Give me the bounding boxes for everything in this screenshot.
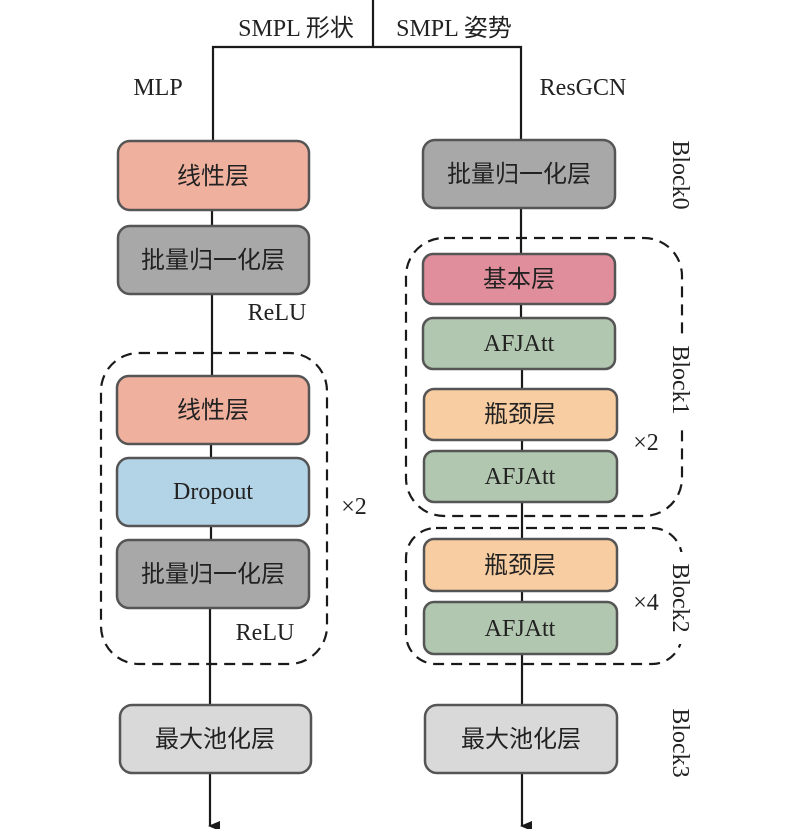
branch-label-mlp: MLP xyxy=(133,75,182,101)
input-label-shape: SMPL 形状 xyxy=(238,15,354,42)
block-label-0: Block0 xyxy=(667,140,693,209)
input-label-pose: SMPL 姿势 xyxy=(396,15,512,42)
mlp-repeat-group xyxy=(99,351,329,666)
branch-label-resgcn: ResGCN xyxy=(540,75,627,101)
resgcn-block2-group xyxy=(404,526,684,666)
block-label-2: Block2 xyxy=(667,563,693,632)
layer-label: Dropout xyxy=(173,479,253,505)
block1-repeat-label: ×2 xyxy=(633,430,659,456)
mlp-activation-relu-2: ReLU xyxy=(236,620,295,646)
layer-label: AFJAtt xyxy=(485,616,556,642)
resgcn-layer-afjatt-3: AFJAtt xyxy=(422,600,619,656)
resgcn-layer-maxpool: 最大池化层 xyxy=(423,703,619,775)
layer-label: 最大池化层 xyxy=(461,725,581,753)
mlp-layer-batchnorm-2: 批量归一化层 xyxy=(115,538,311,610)
input-split-line xyxy=(211,45,523,140)
layer-label: 批量归一化层 xyxy=(141,560,285,588)
block-label-1: Block1 xyxy=(667,345,693,414)
layer-label: 瓶颈层 xyxy=(484,551,556,579)
resgcn-layer-batchnorm: 批量归一化层 xyxy=(421,138,617,210)
layer-label: AFJAtt xyxy=(485,464,556,490)
layer-label: 线性层 xyxy=(177,162,249,190)
mlp-layer-linear-1: 线性层 xyxy=(116,139,311,212)
layer-label: AFJAtt xyxy=(484,331,555,357)
layer-label: 瓶颈层 xyxy=(484,400,556,428)
layer-label: 线性层 xyxy=(177,396,249,424)
mlp-layer-linear-2: 线性层 xyxy=(115,374,311,446)
layer-label: 最大池化层 xyxy=(155,725,275,753)
layer-label: 批量归一化层 xyxy=(447,160,591,188)
resgcn-layer-bottleneck-2: 瓶颈层 xyxy=(422,537,619,593)
mlp-repeat-label: ×2 xyxy=(341,494,367,520)
mlp-layer-batchnorm-1: 批量归一化层 xyxy=(116,224,311,296)
mlp-activation-relu-1: ReLU xyxy=(248,300,307,326)
resgcn-layer-afjatt-1: AFJAtt xyxy=(421,316,617,371)
layer-label: 基本层 xyxy=(483,265,555,293)
block-label-3: Block3 xyxy=(667,708,693,777)
block2-repeat-label: ×4 xyxy=(633,590,659,616)
resgcn-layer-bottleneck-1: 瓶颈层 xyxy=(422,387,619,442)
resgcn-layer-afjatt-2: AFJAtt xyxy=(422,449,619,504)
resgcn-layer-basic: 基本层 xyxy=(421,252,617,306)
mlp-layer-dropout: Dropout xyxy=(115,456,311,528)
layer-label: 批量归一化层 xyxy=(141,246,285,274)
mlp-layer-maxpool: 最大池化层 xyxy=(118,703,313,775)
